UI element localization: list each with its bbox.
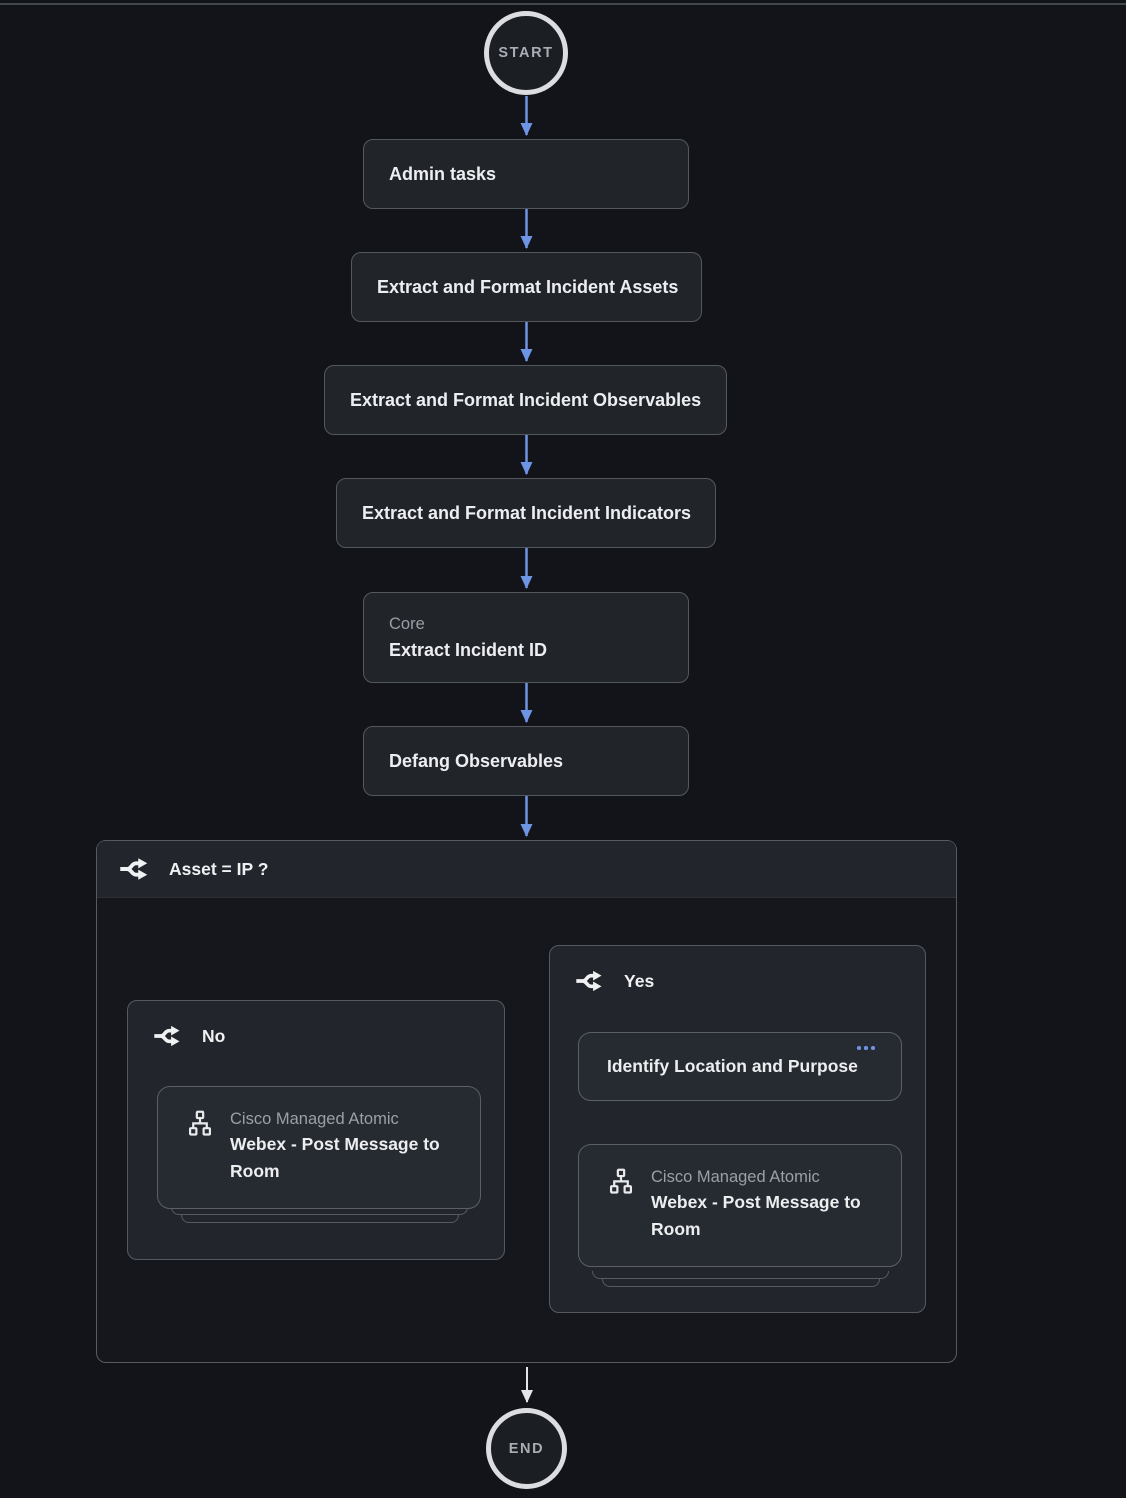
end-node[interactable]: END bbox=[486, 1408, 567, 1489]
condition-header[interactable]: Asset = IP ? bbox=[97, 841, 956, 898]
sitemap-icon bbox=[188, 1110, 212, 1136]
step-identify-location[interactable]: Identify Location and Purpose bbox=[578, 1032, 902, 1101]
stacked-steps-indicator bbox=[602, 1279, 880, 1287]
node-label: Defang Observables bbox=[389, 751, 564, 771]
node-extract-incident-id[interactable]: Core Extract Incident ID bbox=[363, 592, 689, 683]
condition-label: Asset = IP ? bbox=[169, 858, 269, 879]
node-label: Admin tasks bbox=[389, 164, 497, 184]
end-label: END bbox=[508, 1440, 545, 1457]
step-label: Webex - Post Message to Room bbox=[651, 1192, 861, 1239]
step-label: Identify Location and Purpose bbox=[607, 1056, 858, 1077]
branch-icon bbox=[576, 970, 602, 992]
step-webex-post-message-yes[interactable]: Cisco Managed Atomic Webex - Post Messag… bbox=[578, 1144, 902, 1267]
node-label: Extract and Format Incident Indicators bbox=[362, 503, 692, 523]
step-kicker: Cisco Managed Atomic bbox=[651, 1168, 820, 1186]
node-extract-assets[interactable]: Extract and Format Incident Assets bbox=[351, 252, 702, 322]
step-kicker: Cisco Managed Atomic bbox=[230, 1110, 399, 1128]
step-label: Webex - Post Message to Room bbox=[230, 1134, 440, 1181]
node-extract-indicators[interactable]: Extract and Format Incident Indicators bbox=[336, 478, 716, 548]
stacked-steps-indicator bbox=[181, 1215, 459, 1223]
branch-yes-header: Yes bbox=[550, 946, 925, 995]
branch-label: No bbox=[202, 1025, 226, 1046]
node-label: Extract and Format Incident Observables bbox=[350, 390, 702, 410]
start-label: START bbox=[498, 45, 554, 61]
node-defang-observables[interactable]: Defang Observables bbox=[363, 726, 689, 796]
sitemap-icon bbox=[609, 1168, 633, 1194]
branch-icon bbox=[120, 858, 148, 880]
node-kicker: Core bbox=[389, 615, 425, 633]
stacked-steps-indicator bbox=[592, 1271, 889, 1279]
node-label: Extract and Format Incident Assets bbox=[377, 277, 679, 297]
branch-icon bbox=[154, 1025, 180, 1047]
node-admin-tasks[interactable]: Admin tasks bbox=[363, 139, 689, 209]
branch-no-header: No bbox=[128, 1001, 504, 1050]
branch-no[interactable]: No Cisco Managed Atomic Webex - Post Mes… bbox=[127, 1000, 505, 1260]
node-label: Extract Incident ID bbox=[389, 640, 548, 660]
node-extract-observables[interactable]: Extract and Format Incident Observables bbox=[324, 365, 727, 435]
step-webex-post-message-no[interactable]: Cisco Managed Atomic Webex - Post Messag… bbox=[157, 1086, 481, 1209]
branch-yes[interactable]: Yes Identify Location and Purpose Cisco … bbox=[549, 945, 926, 1313]
ellipsis-icon[interactable] bbox=[857, 1046, 875, 1050]
branch-label: Yes bbox=[624, 970, 655, 991]
start-node[interactable]: START bbox=[484, 11, 568, 95]
top-divider bbox=[0, 3, 1126, 5]
